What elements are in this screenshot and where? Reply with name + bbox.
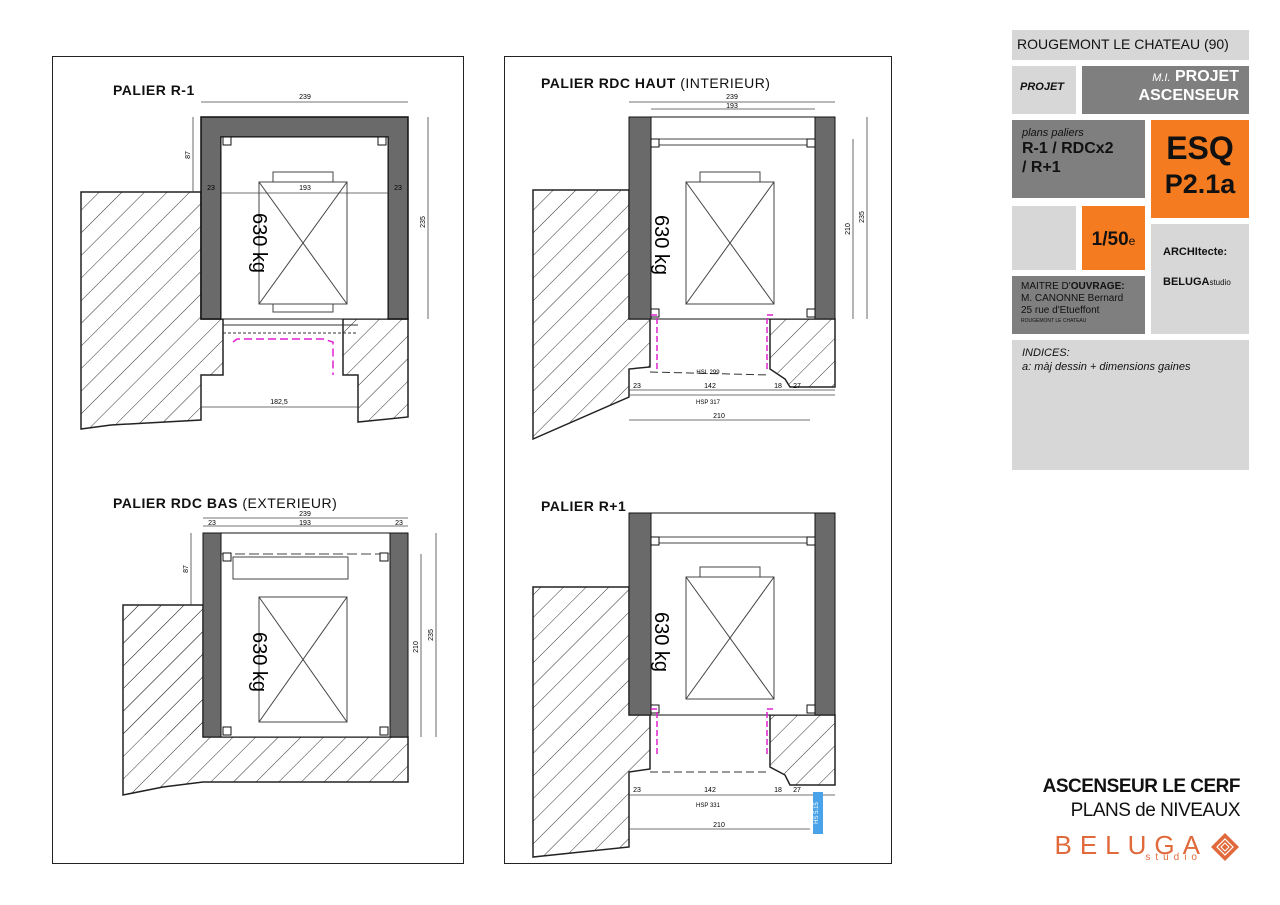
load-label: 630 kg <box>650 612 672 672</box>
dim-hsp: HSP 331 <box>696 803 721 809</box>
dim-depth: 235 <box>420 216 427 228</box>
panel-title-r-1: PALIER R-1 <box>113 82 195 98</box>
plan-r-1-upper-shaft: 23 142 18 27 HSP 331 210 HS 5.15 630 kg <box>532 512 836 858</box>
dim-side: 87 <box>185 151 192 159</box>
dim-depth: 235 <box>428 629 435 641</box>
dim-wall-left: 23 <box>207 185 215 192</box>
dim-b: 142 <box>704 787 716 794</box>
footer-title-block: ASCENSEUR LE CERF PLANS de NIVEAUX BELUG… <box>1042 776 1241 864</box>
dim-a: 23 <box>633 383 641 390</box>
dim-hsp: HSP 317 <box>696 400 721 406</box>
dim-a: 23 <box>633 787 641 794</box>
scale-cell: 1/50e <box>1082 206 1145 270</box>
dim-inner: 193 <box>726 103 738 110</box>
dim-wall-right: 23 <box>395 520 403 527</box>
center-drawing-sheet: PALIER RDC HAUT (INTERIEUR) PALIER R+1 <box>504 56 892 864</box>
plans-cell: plans paliers R-1 / RDCx2 / R+1 <box>1012 120 1145 198</box>
plan-rdc-haut-shaft: 239 193 235 210 HSL 299 23 142 18 27 HSP… <box>532 94 868 441</box>
dim-wall-right: 23 <box>394 185 402 192</box>
dim-d: 27 <box>793 383 801 390</box>
architecte-cell: ARCHItecte: BELUGAstudio <box>1151 224 1249 334</box>
brand-logo: BELUGA studio <box>1055 830 1240 864</box>
plan-r-1: 239 193 23 23 235 87 182,5 630 kg <box>80 94 437 796</box>
panel-title-rdc-haut: PALIER RDC HAUT (INTERIEUR) <box>541 75 771 91</box>
location-cell: ROUGEMONT LE CHATEAU (90) <box>1012 30 1249 60</box>
indices-cell: INDICES: a: màj dessin + dimensions gain… <box>1012 340 1249 470</box>
load-label: 630 kg <box>248 213 270 273</box>
dim-c: 18 <box>774 787 782 794</box>
dim-c: 18 <box>774 383 782 390</box>
dim-depth: 235 <box>859 211 866 223</box>
dim-depth-2: 210 <box>845 223 852 235</box>
blank-cell <box>1012 206 1076 270</box>
dim-b: 142 <box>704 383 716 390</box>
left-drawing-sheet: PALIER R-1 PALIER RDC BAS (EXTERIEUR) <box>52 56 464 864</box>
dim-bottom: 210 <box>713 413 725 420</box>
footer-title: ASCENSEUR LE CERF <box>1042 776 1241 797</box>
plan-rdc-bas-shaft: 239 193 23 23 235 210 87 630 kg <box>122 511 437 796</box>
load-label: 630 kg <box>248 632 270 692</box>
dim-hsl: HSL 299 <box>696 370 720 376</box>
load-label: 630 kg <box>650 215 672 275</box>
panel-title-rdc-bas: PALIER RDC BAS (EXTERIEUR) <box>113 495 338 511</box>
dim-depth-2: 210 <box>413 641 420 653</box>
hs-tag-box <box>813 792 823 834</box>
dim-inner: 193 <box>299 185 311 192</box>
brand-diamond-icon <box>1211 833 1239 861</box>
dim-door: 182,5 <box>270 399 288 406</box>
dim-width: 239 <box>726 94 738 101</box>
hs-tag: HS 5.15 <box>814 802 820 824</box>
dim-d: 27 <box>793 787 801 794</box>
plan-rdc-haut: 239 193 235 210 HSL 299 23 142 18 27 HSP… <box>532 94 868 858</box>
dim-width: 239 <box>299 94 311 101</box>
dim-side: 87 <box>183 565 190 573</box>
projet-label-cell: PROJET <box>1012 66 1076 114</box>
maitre-ouvrage-cell: MAITRE D'OUVRAGE: M. CANONNE Bernard 25 … <box>1012 276 1145 334</box>
plan-r-1-shaft: 239 193 23 23 235 87 182,5 630 kg <box>80 94 429 430</box>
footer-subtitle: PLANS de NIVEAUX <box>1070 800 1241 821</box>
dim-wall-left: 23 <box>208 520 216 527</box>
esq-cell: ESQ P2.1a <box>1151 120 1249 218</box>
projet-title-cell: M.I. PROJET ASCENSEUR <box>1082 66 1249 114</box>
title-block: ROUGEMONT LE CHATEAU (90) PROJET M.I. PR… <box>1012 30 1249 470</box>
dim-inner: 193 <box>299 520 311 527</box>
dim-bottom: 210 <box>713 822 725 829</box>
panel-title-r-1-upper: PALIER R+1 <box>541 498 627 514</box>
dim-width: 239 <box>299 511 311 518</box>
